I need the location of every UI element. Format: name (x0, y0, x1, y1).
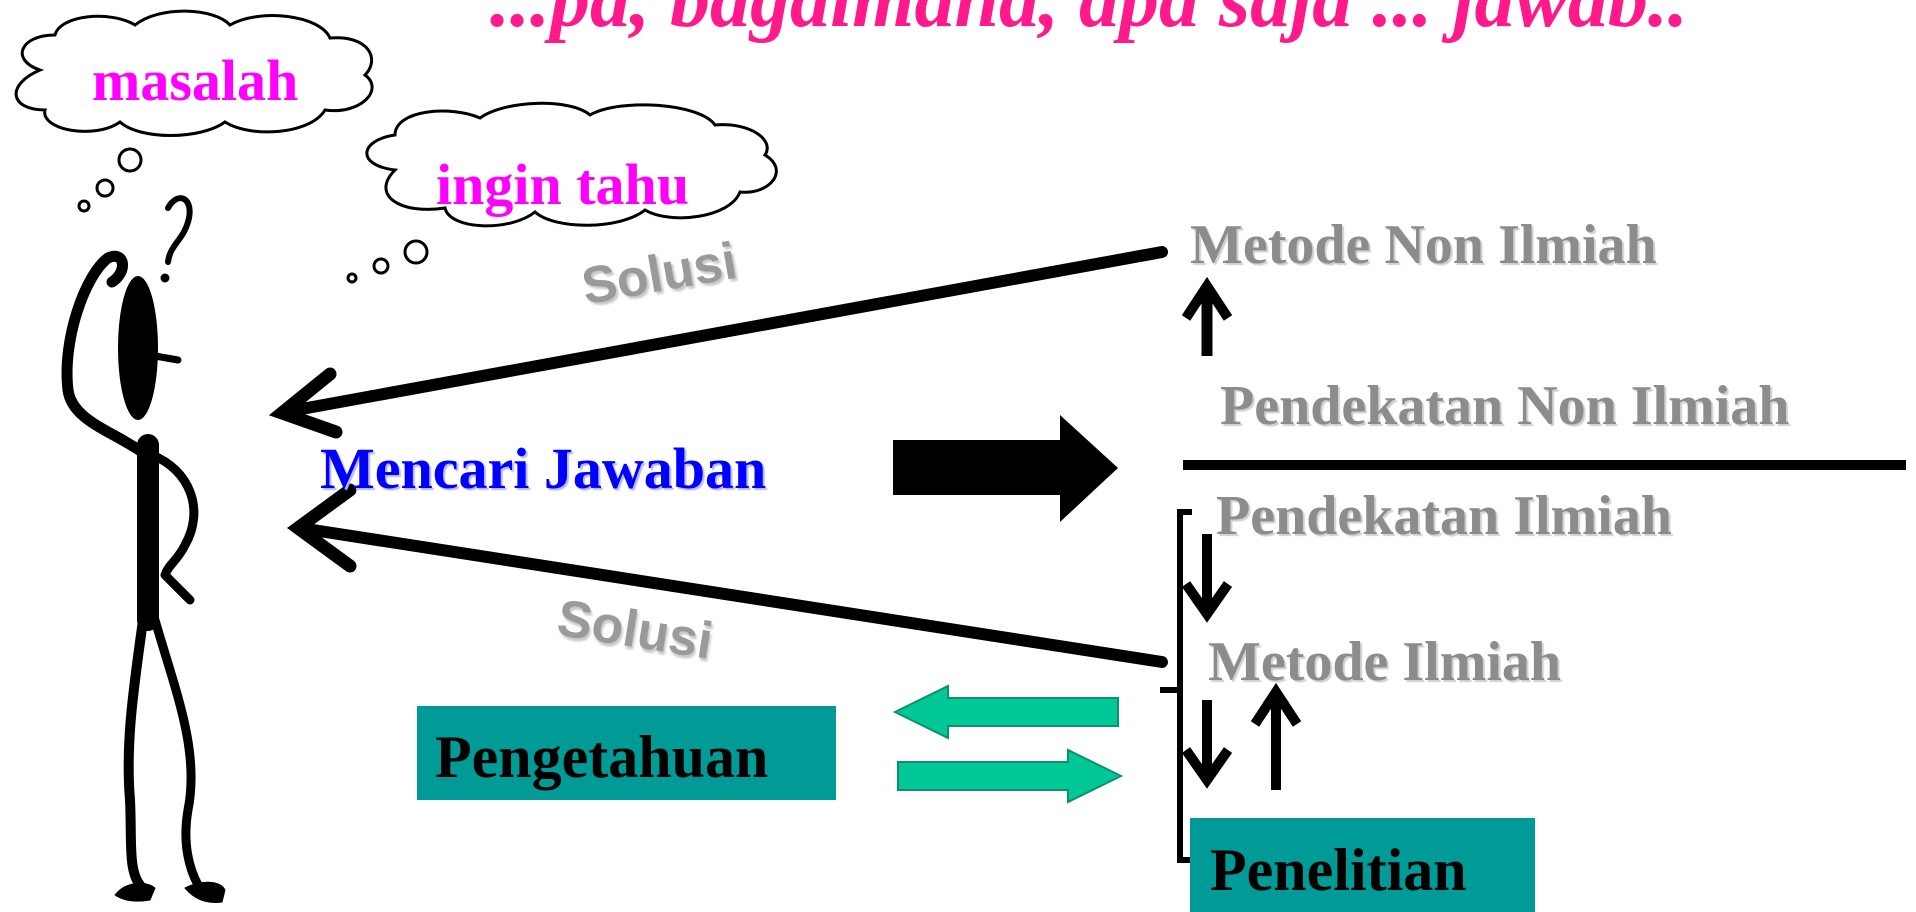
metode-non-ilmiah-label: Metode Non Ilmiah (1190, 214, 1657, 276)
big-right-arrow (893, 415, 1118, 522)
masalah-label: masalah (92, 48, 299, 113)
ingin-tahu-label: ingin tahu (436, 152, 690, 217)
down-arrow-ilmiah (1181, 534, 1233, 623)
penelitian-box: Penelitian (1190, 818, 1535, 912)
solusi-arrow-top (268, 246, 1168, 439)
down-arrow-penelitian (1181, 700, 1233, 789)
pengetahuan-label: Pengetahuan (435, 724, 769, 790)
up-arrow-non-ilmiah (1181, 276, 1233, 356)
ingin-tahu-cloud (346, 101, 778, 284)
pengetahuan-box: Pengetahuan (417, 706, 836, 800)
pendekatan-ilmiah-label: Pendekatan Ilmiah (1216, 485, 1672, 547)
mencari-jawaban-label: Mencari Jawaban (320, 436, 767, 501)
green-arrow-right (897, 748, 1124, 804)
masalah-cloud (14, 9, 374, 213)
green-arrow-left (892, 684, 1119, 740)
thinking-person-figure (61, 195, 226, 903)
penelitian-label: Penelitian (1210, 837, 1467, 903)
solusi-arrow-bottom (286, 483, 1168, 668)
metode-ilmiah-label: Metode Ilmiah (1208, 631, 1562, 693)
pendekatan-non-ilmiah-label: Pendekatan Non Ilmiah (1220, 375, 1790, 437)
slide-title: ...pa, bagaimana, apa saja ... jawab.. (490, 0, 1688, 44)
stack-bracket (1160, 509, 1192, 863)
up-arrow-penelitian (1250, 682, 1302, 790)
